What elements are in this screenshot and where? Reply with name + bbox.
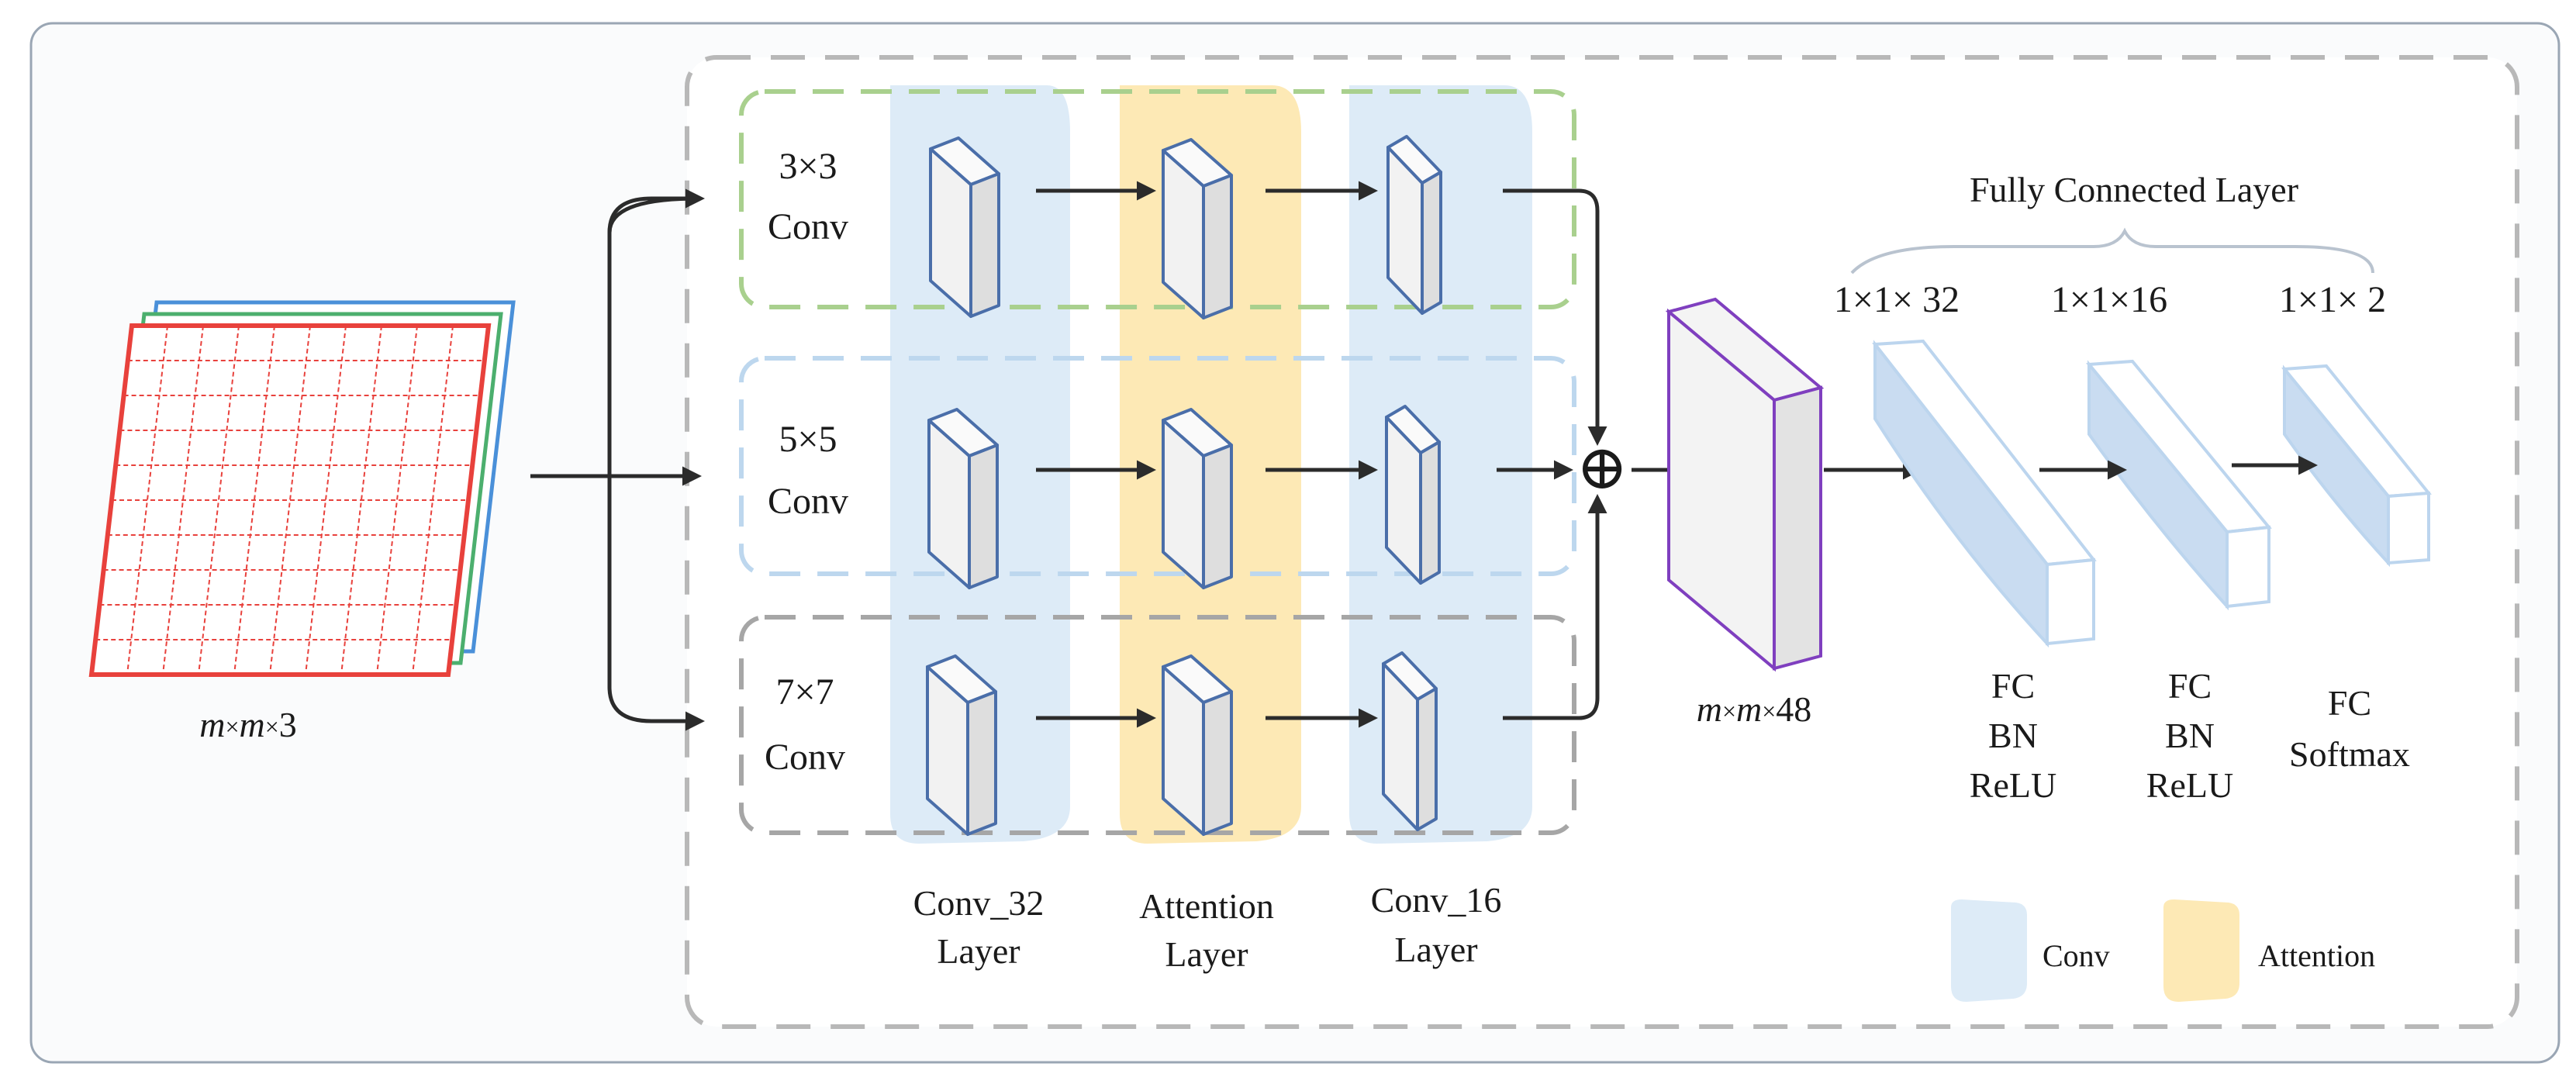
branch-5x5-kernel: 5×5 <box>779 419 837 460</box>
attention-caption-line-2: Layer <box>1165 934 1248 974</box>
attention-caption-line-1: Attention <box>1139 886 1274 926</box>
branch-5x5-name: Conv <box>768 481 848 522</box>
attention-block-row-2 <box>1162 408 1233 589</box>
fc-brace <box>1850 227 2374 274</box>
attention-block-row-3 <box>1162 654 1233 836</box>
input-grid <box>88 323 492 677</box>
block-face <box>1421 171 1442 315</box>
legend-attention-swatch <box>2163 899 2239 1002</box>
input-size-label: m×m×3 <box>199 705 297 744</box>
conv32-block-row-3 <box>926 654 997 836</box>
branch-7x7-kernel: 7×7 <box>775 671 834 713</box>
merge-arrow-top <box>1503 188 1607 446</box>
input-feature-stack <box>88 300 516 677</box>
input-grid-line <box>198 325 240 675</box>
block-face <box>1416 687 1438 831</box>
legend-attention-label: Attention <box>2258 938 2375 973</box>
merge-arrow-bottom <box>1503 494 1607 720</box>
fc-dim-3: 1×1× 2 <box>2279 279 2386 320</box>
branch-box-7x7 <box>739 615 1576 835</box>
merge-symbol: ⊕ <box>1576 434 1628 502</box>
conv-blocks <box>926 135 1442 836</box>
input-grid-line <box>412 325 454 675</box>
block-face <box>1419 440 1441 585</box>
block-face <box>1202 174 1233 319</box>
conv16-block-row-3 <box>1382 651 1438 831</box>
fc-dim-1: 1×1× 32 <box>1834 279 1960 320</box>
branch-box-5x5 <box>739 356 1576 576</box>
fc-dim-2: 1×1×16 <box>2051 279 2167 320</box>
conv32-block-row-2 <box>927 408 999 589</box>
input-grid-line <box>162 325 204 675</box>
block-face <box>1202 690 1233 836</box>
fc-3-line-2: Softmax <box>2289 734 2410 774</box>
conv16-block-row-2 <box>1385 405 1441 585</box>
legend-conv-label: Conv <box>2042 938 2110 973</box>
input-grid-line <box>376 325 418 675</box>
fc-1-line-1: FC <box>1991 666 2035 706</box>
fc-2-line-1: FC <box>2168 666 2212 706</box>
fc-3-line-1: FC <box>2328 683 2371 723</box>
conv32-caption-line-1: Conv_32 <box>913 883 1045 923</box>
fc-block-2 <box>2085 359 2272 611</box>
merged-feature-map <box>1665 297 1825 672</box>
block-face <box>966 690 997 836</box>
block-face <box>969 172 1000 318</box>
conv32-block-row-1 <box>929 136 1000 318</box>
branch-3x3-kernel: 3×3 <box>779 146 837 187</box>
input-grid-line <box>305 325 347 675</box>
input-grid-line <box>233 325 275 675</box>
fc-2-line-3: ReLU <box>2146 765 2233 805</box>
branch-7x7-name: Conv <box>765 737 845 778</box>
input-grid-line <box>126 325 168 675</box>
fc-title: Fully Connected Layer <box>1970 170 2298 209</box>
block-face <box>968 444 999 589</box>
merged-size-label: m×m×48 <box>1697 689 1812 729</box>
conv16-caption-line-2: Layer <box>1394 930 1477 969</box>
branch-3x3-name: Conv <box>768 206 848 247</box>
attention-block-row-1 <box>1162 138 1233 319</box>
conv16-caption-line-1: Conv_16 <box>1371 880 1502 920</box>
branch-box-3x3 <box>739 89 1576 309</box>
fc-2-line-2: BN <box>2165 716 2215 755</box>
legend-conv-swatch <box>1951 899 2027 1002</box>
input-arrow-top <box>607 188 705 233</box>
conv32-caption-line-2: Layer <box>937 931 1020 971</box>
fc-block-1 <box>1872 339 2097 648</box>
fc-1-line-3: ReLU <box>1970 765 2056 805</box>
fc-1-line-2: BN <box>1988 716 2038 755</box>
input-grid-line <box>340 325 382 675</box>
fc-block-3 <box>2281 364 2432 568</box>
conv16-block-row-1 <box>1386 135 1442 315</box>
input-grid-line <box>269 325 311 675</box>
block-face <box>1202 444 1233 589</box>
